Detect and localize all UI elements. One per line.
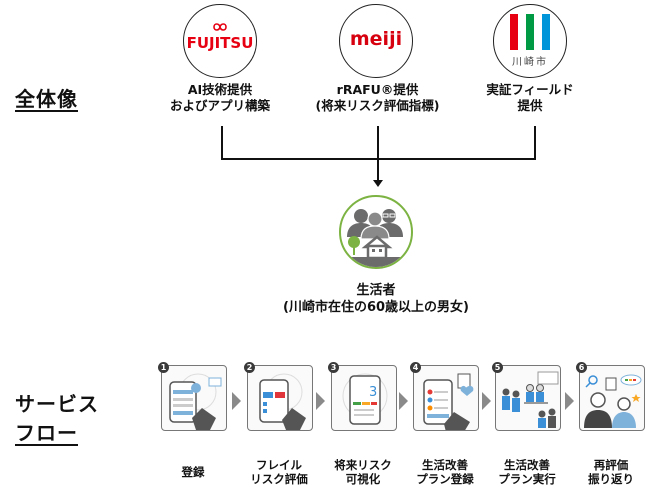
step-1-label: 登録: [181, 465, 205, 479]
kawasaki-stripe-green: [526, 14, 534, 50]
step-2-number: 2: [244, 362, 255, 373]
step-3-illustration: 3: [331, 365, 397, 431]
meiji-logo-text: meiji: [349, 28, 403, 50]
overview-title: 全体像: [15, 87, 78, 111]
kawasaki-caption-line2: 提供: [517, 98, 543, 113]
flow-title-line2: フロー: [15, 421, 78, 445]
connector-left: [221, 126, 223, 160]
phone-risk-level-icon: 3: [342, 373, 388, 425]
residents-caption-line1: 生活者: [356, 283, 396, 298]
step-6-label-line2: 振り返り: [588, 472, 634, 486]
kawasaki-stripe-blue: [542, 14, 550, 50]
step-1-number: 1: [158, 362, 169, 373]
step-arrow-icon: [316, 392, 325, 410]
step-5-label-line1: 生活改善: [504, 458, 550, 472]
step-6-illustration: [579, 365, 645, 431]
step-4-plan-registration: 4: [410, 362, 480, 434]
fujitsu-infinity-icon: [213, 23, 227, 31]
step-4-label-line2: プラン登録: [416, 472, 474, 486]
risk-level-number: 3: [369, 385, 377, 400]
connector-horizontal: [221, 158, 536, 160]
arrow-down-icon: [373, 180, 383, 187]
fujitsu-caption-line1: AI技術提供: [187, 82, 253, 97]
step-4-number: 4: [410, 362, 421, 373]
kawasaki-logo-text: 川崎市: [512, 57, 548, 68]
phone-plan-icon: [423, 373, 474, 430]
fujitsu-logo: FUJITSU: [183, 4, 257, 78]
fujitsu-caption-line2: およびアプリ構築: [169, 98, 270, 113]
kawasaki-logo: 川崎市: [493, 4, 567, 78]
step-3-number: 3: [328, 362, 339, 373]
step-4-label-line1: 生活改善: [422, 458, 468, 472]
connector-right: [534, 126, 536, 160]
step-4-illustration: [413, 365, 479, 431]
step-1-registration: 1: [158, 362, 228, 434]
residents-caption-line2: (川崎市在住の60歳以上の男女): [283, 300, 469, 315]
step-3-label-line1: 将来リスク: [334, 458, 392, 472]
meiji-logo: meiji: [339, 4, 413, 78]
kawasaki-caption-line1: 実証フィールド: [486, 82, 574, 97]
phone-registration-icon: [169, 373, 222, 430]
step-5-number: 5: [492, 362, 503, 373]
kawasaki-stripe-red: [510, 14, 518, 50]
step-2-illustration: [247, 365, 313, 431]
step-2-label-line2: リスク評価: [250, 472, 308, 486]
step-1-illustration: [161, 365, 227, 431]
step-arrow-icon: [482, 392, 491, 410]
people-and-house-icon: [341, 209, 411, 267]
step-5-label-line2: プラン実行: [498, 472, 556, 486]
step-6-label-line1: 再評価: [593, 458, 629, 472]
step-3-risk-visualization: 3 3: [328, 362, 398, 434]
fujitsu-logo-text: FUJITSU: [186, 34, 254, 52]
step-3-label-line2: 可視化: [345, 472, 381, 486]
step-arrow-icon: [232, 392, 241, 410]
meiji-caption-line1: rRAFU®提供: [336, 82, 419, 97]
step-2-frailty-assessment: 2: [244, 362, 314, 434]
flow-title-line1: サービス: [15, 392, 99, 416]
consultation-icon: [584, 374, 642, 428]
step-arrow-icon: [399, 392, 408, 410]
step-arrow-icon: [565, 392, 574, 410]
step-2-label-line1: フレイル: [256, 458, 302, 472]
meiji-caption-line2: (将来リスク評価指標): [315, 98, 440, 113]
phone-questionnaire-icon: [259, 373, 306, 430]
step-6-number: 6: [576, 362, 587, 373]
residents-icon: [339, 195, 413, 269]
step-6-reevaluation: 6: [576, 362, 646, 434]
step-5-illustration: [495, 365, 561, 431]
connector-center: [377, 126, 379, 182]
community-activity-icon: [502, 371, 559, 428]
step-5-plan-execution: 5: [492, 362, 562, 434]
